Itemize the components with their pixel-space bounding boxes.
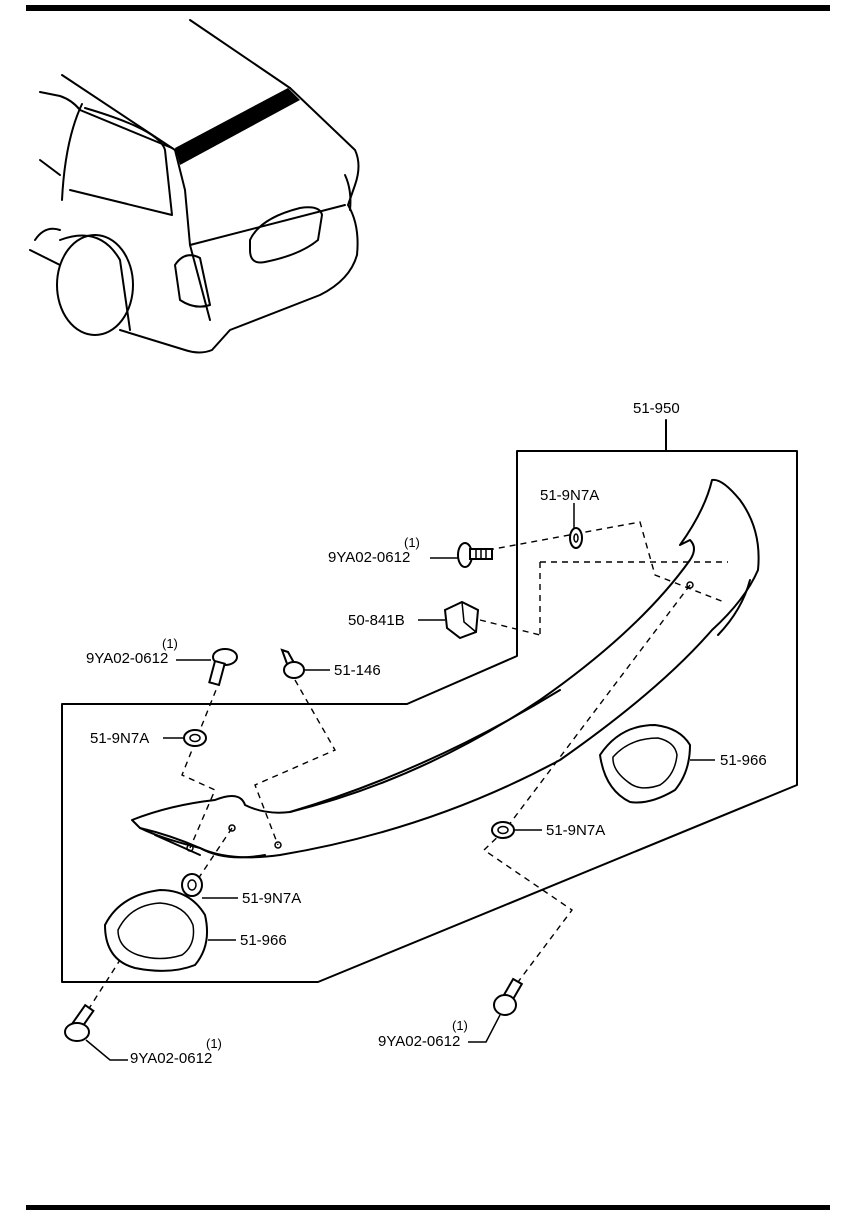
label-51-950: 51-950 (633, 400, 680, 417)
bottom-border (26, 1205, 830, 1210)
note-bolt-left: (1) (162, 636, 178, 651)
clip-51-146[interactable] (280, 648, 305, 679)
label-bolt-lower-left: 9YA02-0612 (130, 1050, 212, 1067)
top-border (26, 5, 830, 11)
label-bolt-lower-right: 9YA02-0612 (378, 1033, 460, 1050)
label-bolt-left: 9YA02-0612 (86, 650, 168, 667)
vehicle-rear-illustration (29, 19, 360, 354)
spoiler-highlight (175, 88, 300, 165)
nut-clip[interactable] (443, 600, 480, 640)
label-grommet-left: 51-9N7A (90, 730, 149, 747)
gasket-left[interactable] (103, 888, 208, 972)
gasket-right[interactable] (598, 723, 692, 804)
label-bolt-top: 9YA02-0612 (328, 549, 410, 566)
label-nut-clip: 50-841B (348, 612, 405, 629)
label-clip: 51-146 (334, 662, 381, 679)
grommet-right[interactable] (491, 821, 515, 839)
note-bolt-lower-left: (1) (206, 1036, 222, 1051)
label-grommet-lower-left: 51-9N7A (242, 890, 301, 907)
bolt-left[interactable] (208, 648, 238, 687)
grommet-lower-left[interactable] (181, 873, 203, 897)
note-bolt-top: (1) (404, 535, 420, 550)
label-grommet-right: 51-9N7A (546, 822, 605, 839)
label-gasket-left: 51-966 (240, 932, 287, 949)
grommet-top[interactable] (569, 527, 583, 549)
note-bolt-lower-right: (1) (452, 1018, 468, 1033)
label-grommet-top: 51-9N7A (540, 487, 599, 504)
grommet-left[interactable] (183, 729, 207, 747)
assembly-frame (61, 450, 798, 983)
bolt-top[interactable] (457, 542, 493, 568)
label-gasket-right: 51-966 (720, 752, 767, 769)
bolt-lower-left[interactable] (64, 1003, 95, 1042)
rear-spoiler (131, 478, 760, 859)
bolt-lower-right[interactable] (493, 977, 524, 1016)
